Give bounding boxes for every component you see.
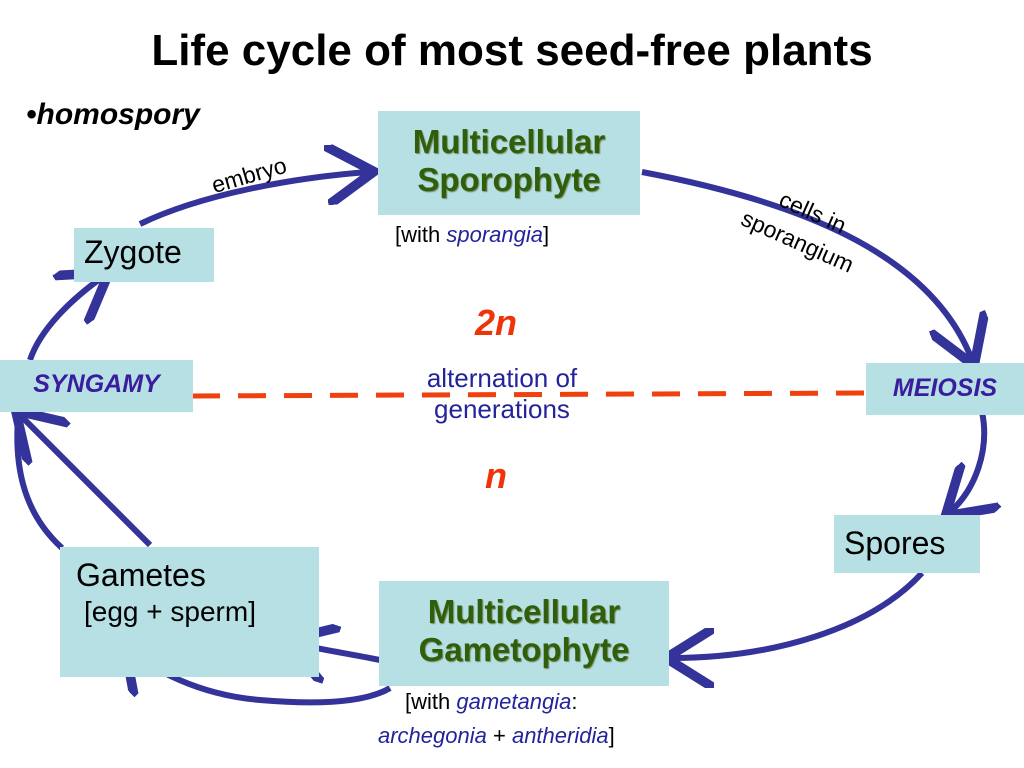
arrow-meiosis-to-spores xyxy=(950,411,984,512)
ploidy-divider-line xyxy=(191,390,867,399)
zygote-box: Zygote xyxy=(74,228,214,282)
alternation-of-generations: alternation of generations xyxy=(360,363,644,425)
caption-text: : xyxy=(571,689,578,714)
zygote-label: Zygote xyxy=(84,234,182,270)
haploid-label: n xyxy=(485,455,507,496)
spores-box: Spores xyxy=(834,515,980,573)
alternation-line1: alternation of xyxy=(426,363,578,393)
gametophyte-line1: Multicellular xyxy=(427,593,621,630)
sporophyte-caption: [with sporangia] xyxy=(395,222,549,248)
sporangia-term: sporangia xyxy=(446,222,543,247)
gametophyte-caption-line1: [with gametangia: xyxy=(405,689,577,715)
caption-text: [with xyxy=(395,222,447,247)
arrow-spores-to-gametophyte xyxy=(672,570,925,658)
syngamy-box: SYNGAMY xyxy=(0,360,193,412)
diploid-label: 2n xyxy=(475,302,518,343)
gametes-label: Gametes xyxy=(76,557,206,593)
arrow-cells-in-sporangium xyxy=(641,169,972,360)
syngamy-label: SYNGAMY xyxy=(33,370,160,398)
antheridia-term: antheridia xyxy=(511,723,609,748)
gametes-box: Gametes [egg + sperm] xyxy=(60,547,319,677)
multicellular-sporophyte-box: Multicellular Sporophyte xyxy=(378,111,640,215)
caption-text: + xyxy=(486,723,512,748)
spores-label: Spores xyxy=(844,525,946,561)
multicellular-gametophyte-box: Multicellular Gametophyte xyxy=(379,581,669,686)
sporophyte-line1: Multicellular xyxy=(412,123,606,160)
caption-text: ] xyxy=(543,222,550,247)
meiosis-label: MEIOSIS xyxy=(892,374,998,402)
homospory-bullet: •homospory xyxy=(26,98,200,131)
alternation-line2: generations xyxy=(434,394,570,424)
gametangia-term: gametangia xyxy=(456,689,572,714)
sporophyte-line2: Sporophyte xyxy=(417,161,601,198)
meiosis-box: MEIOSIS xyxy=(866,363,1024,415)
caption-text: ] xyxy=(608,723,615,748)
archegonia-term: archegonia xyxy=(378,723,487,748)
arrow-embryo xyxy=(138,172,368,227)
arrow-outer-to-syngamy xyxy=(14,417,65,551)
caption-text: [with xyxy=(405,689,457,714)
page-title: Life cycle of most seed-free plants xyxy=(151,26,873,75)
gametophyte-caption-line2: archegonia + antheridia] xyxy=(378,723,615,749)
gametes-detail: [egg + sperm] xyxy=(84,596,256,627)
gametophyte-line2: Gametophyte xyxy=(418,631,630,668)
arrow-gametes-to-syngamy xyxy=(20,415,153,548)
arrow-syngamy-to-zygote xyxy=(27,276,104,362)
